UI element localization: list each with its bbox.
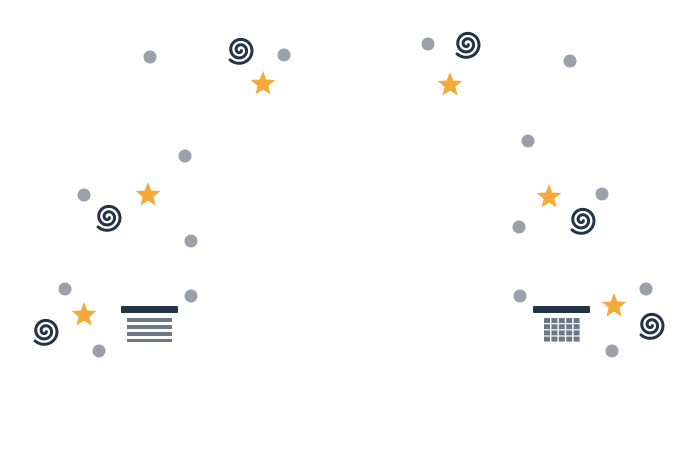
grid-cell [566,318,573,323]
dot-icon [605,344,619,358]
dot-icon [178,149,192,163]
decorative-stars [71,71,627,326]
spiral-icon [228,37,254,65]
spiral-icon [639,312,665,340]
grid-cell [558,336,565,342]
dot-icon [595,187,609,201]
list-lines-icon [121,306,178,342]
dot-icon [639,282,653,296]
grid-cell [551,330,558,336]
grid-cell [566,324,573,330]
decorative-spirals [33,31,665,346]
star-icon [71,302,97,326]
grid-cell [544,330,550,336]
grid-cell [558,324,565,330]
dot-icon [184,234,198,248]
grid-table-icon [533,306,590,342]
star-icon [437,72,463,96]
spiral-icon [33,318,59,346]
dot-icon [277,48,291,62]
dot-icon [521,134,535,148]
grid-cell [573,330,580,336]
dot-icon [512,220,526,234]
decorative-dots [58,37,653,358]
dot-icon [143,50,157,64]
dot-icon [92,344,106,358]
star-icon [536,184,562,208]
dot-icon [77,188,91,202]
grid-cell [544,336,550,342]
grid-cell [558,330,565,336]
grid-cell [573,336,580,342]
star-icon [135,182,161,206]
grid-cell [551,336,558,342]
dot-icon [184,289,198,303]
grid-cell [566,336,573,342]
dot-icon [58,282,72,296]
spiral-icon [455,31,481,59]
dot-icon [513,289,527,303]
grid-cell [558,318,565,323]
spiral-icon [96,204,122,232]
grid-cell [551,318,558,323]
grid-cell [573,318,580,323]
star-icon [250,71,276,95]
star-icon [601,293,627,317]
dot-icon [421,37,435,51]
grid-cell [573,324,580,330]
grid-cell [566,330,573,336]
dot-icon [563,54,577,68]
grid-cell [551,324,558,330]
grid-cell [544,324,550,330]
spiral-icon [570,207,596,235]
grid-cell [544,318,550,323]
